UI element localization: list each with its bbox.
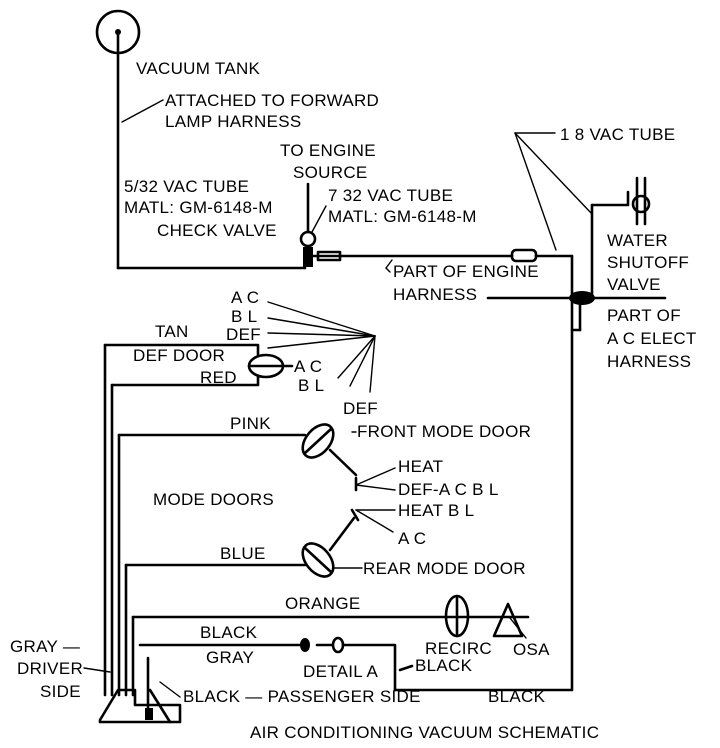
front-mode-fan [354, 467, 396, 492]
rear-mode-door-label: REAR MODE DOOR [363, 559, 526, 578]
pos-top-ac: A C [231, 288, 259, 307]
check-valve [299, 230, 514, 267]
water-shutoff-label-3: VALVE [607, 275, 661, 294]
hose-tan-label: TAN [155, 322, 189, 341]
pos-mid-ac: A C [294, 357, 322, 376]
front-mode-door-actuator [301, 423, 358, 477]
engine-harness-label-2: HARNESS [393, 285, 477, 304]
osa-label: OSA [513, 640, 550, 659]
rear-mode-door-actuator [301, 516, 363, 578]
hose-red-label: RED [200, 368, 237, 387]
hose-gray-label: GRAY [206, 648, 254, 667]
recirc-actuator [444, 594, 527, 639]
control-selector [98, 688, 182, 724]
check-valve-label: CHECK VALVE [157, 221, 277, 240]
to-engine-source-label-1: TO ENGINE [280, 141, 376, 160]
detail-a-label: DETAIL A [303, 662, 379, 681]
tube-7-32-label: 7 32 VAC TUBE [328, 186, 453, 205]
rear-mode-fan [350, 508, 396, 533]
tube-5-32-label: 5/32 VAC TUBE [124, 177, 249, 196]
mode-doors-label: MODE DOORS [153, 490, 274, 509]
gray-driver-label-2: DRIVER [17, 659, 83, 678]
tube-1-8-label: 1 8 VAC TUBE [560, 125, 675, 144]
engine-harness-connector [510, 248, 538, 263]
ac-harness-connector [569, 291, 595, 305]
pos-low-def: DEF [343, 399, 378, 418]
attached-label-1: ATTACHED TO FORWARD [165, 91, 379, 110]
pos-top-bl: B L [231, 307, 257, 326]
gray-driver-label-1: GRAY — [10, 637, 80, 656]
hose-bundle [103, 343, 135, 697]
def-door-fan [267, 301, 376, 393]
pos-def-ac-bl: DEF-A C B L [398, 480, 499, 499]
hose-black-label-bottom: BLACK [488, 687, 546, 706]
def-door-label: DEF DOOR [133, 346, 225, 365]
pos-ac: A C [398, 529, 426, 548]
hose-black-label-top: BLACK [200, 623, 258, 642]
recirc-label: RECIRC [425, 639, 492, 658]
water-shutoff-valve [631, 176, 651, 226]
water-shutoff-label-2: SHUTOFF [607, 253, 689, 272]
front-mode-door-label: FRONT MODE DOOR [357, 422, 531, 441]
ac-harness-label-2: A C ELECT [607, 329, 697, 348]
hose-blue-label: BLUE [220, 544, 266, 563]
gray-driver-label-3: SIDE [40, 682, 81, 701]
pos-top-def: DEF [226, 325, 261, 344]
ac-harness-label-1: PART OF [607, 306, 681, 325]
pos-mid-bl: B L [298, 376, 324, 395]
black-passenger-label: BLACK — PASSENGER SIDE [183, 687, 421, 706]
hose-pink-label: PINK [230, 414, 271, 433]
engine-harness-label-1: PART OF ENGINE [393, 262, 539, 281]
detail-a-fitting [300, 636, 397, 692]
hose-black-label-mid: BLACK [415, 656, 473, 675]
ac-harness-label-3: HARNESS [607, 352, 691, 371]
diagram-title: AIR CONDITIONING VACUUM SCHEMATIC [250, 723, 599, 742]
pos-heat-front: HEAT [398, 457, 443, 476]
vacuum-tank [95, 9, 307, 270]
tube-5-32-matl: MATL: GM-6148-M [124, 198, 273, 217]
to-engine-source-label-2: SOURCE [293, 163, 368, 182]
def-door-actuator [247, 353, 294, 379]
tube-7-32-matl: MATL: GM-6148-M [328, 207, 477, 226]
vacuum-tank-label: VACUUM TANK [136, 59, 261, 78]
pos-heat-bl: HEAT B L [398, 501, 474, 520]
attached-label-2: LAMP HARNESS [165, 112, 302, 131]
water-shutoff-label-1: WATER [607, 231, 668, 250]
hose-orange-label: ORANGE [285, 594, 360, 613]
